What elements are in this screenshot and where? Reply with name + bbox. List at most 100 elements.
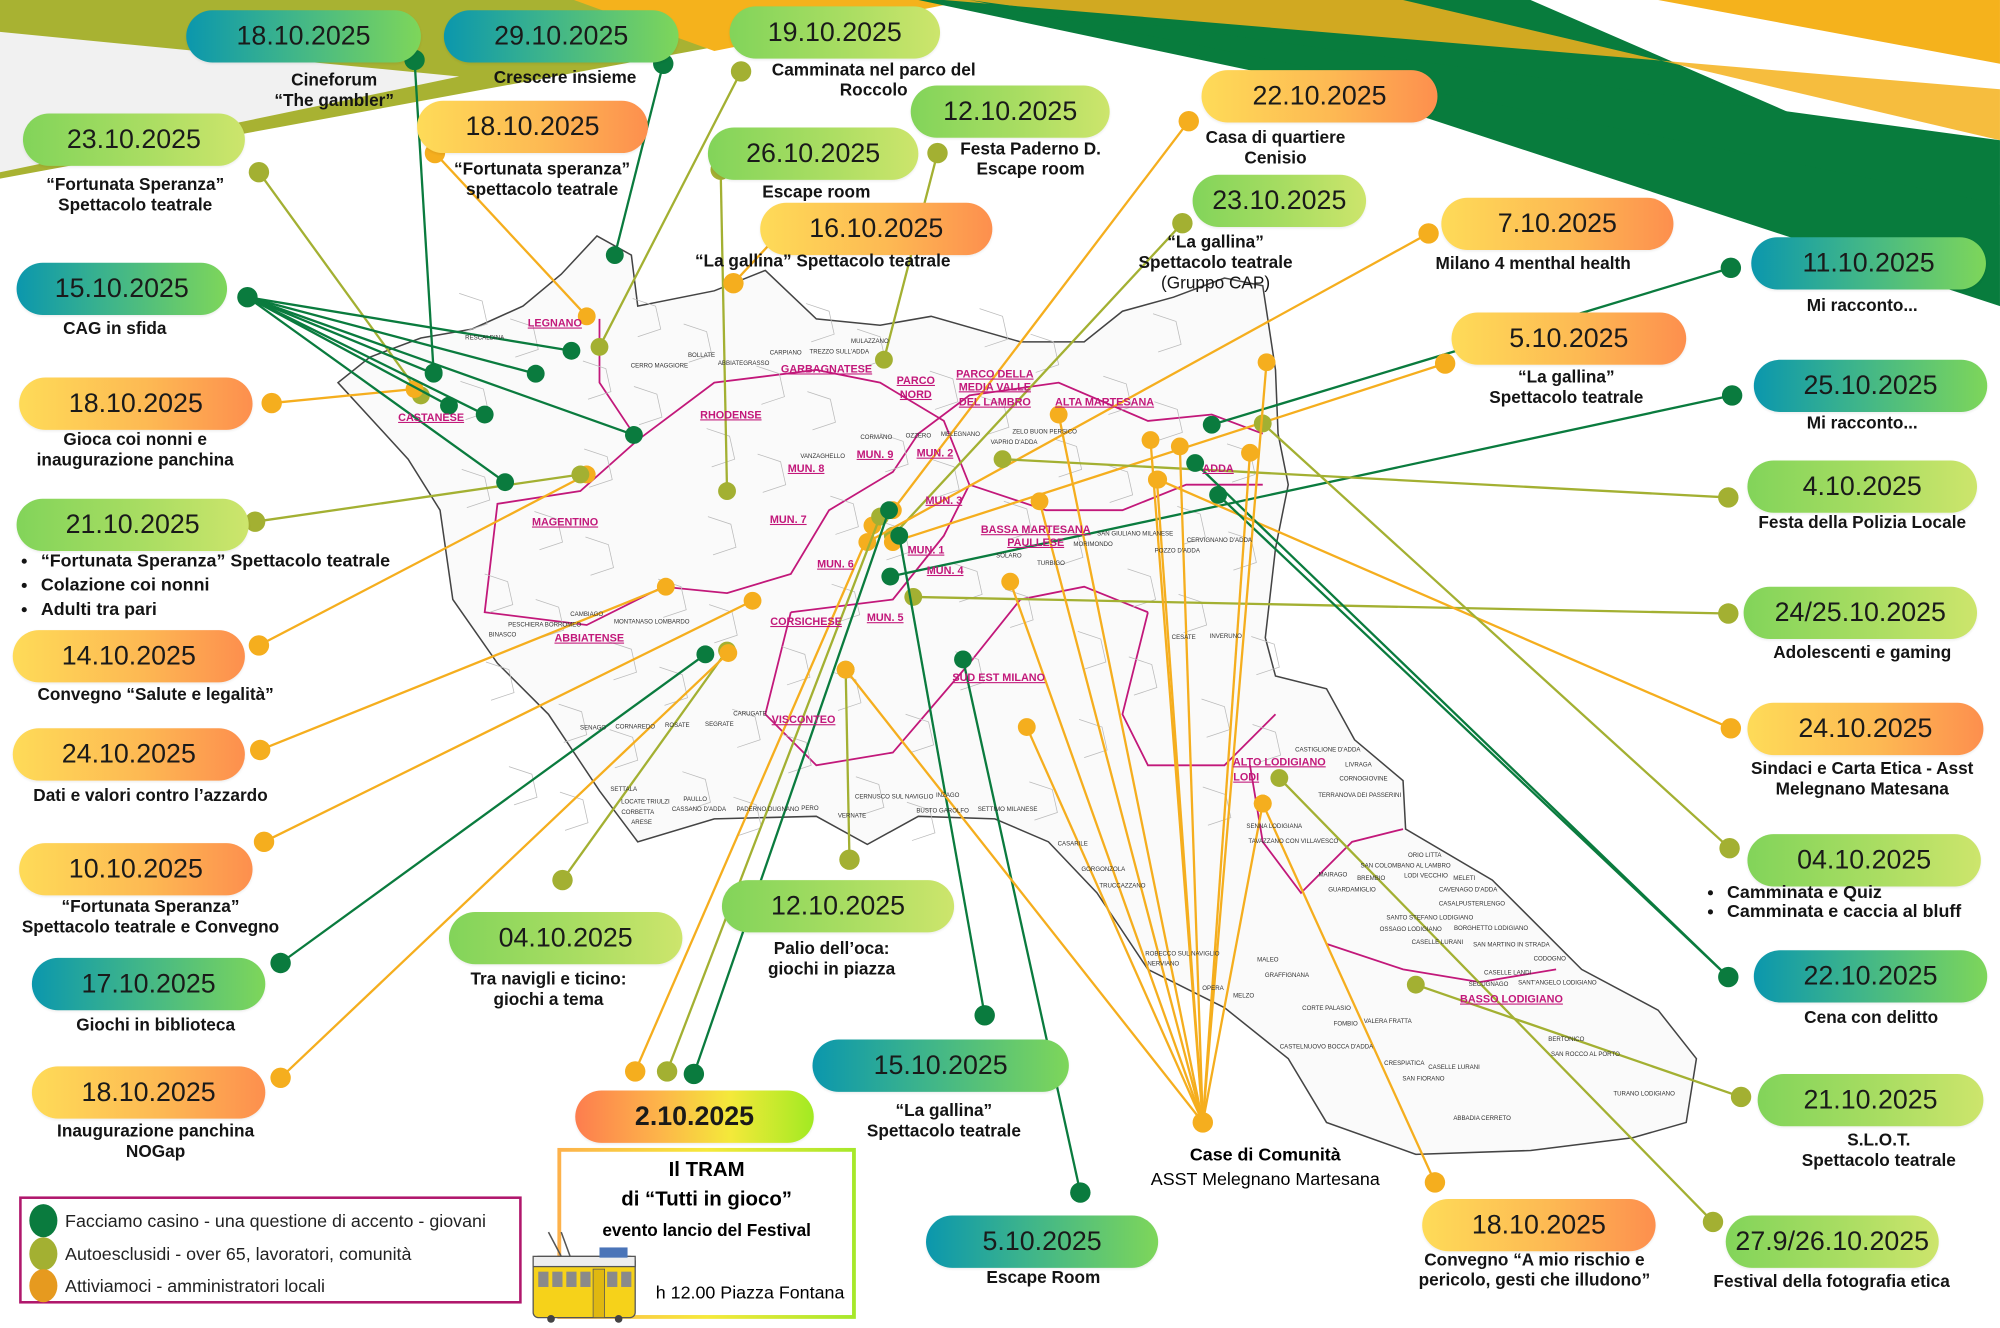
event-date-pill[interactable]: 26.10.2025 [707,127,919,180]
launch-marker-dot[interactable] [683,1063,705,1085]
event-marker-dot[interactable] [974,1005,995,1026]
event-marker-dot[interactable] [1718,603,1739,624]
event-marker-dot[interactable] [237,286,258,308]
map-location-marker[interactable] [571,465,590,484]
event-marker-dot[interactable] [723,272,744,294]
event-marker-dot[interactable] [1702,1211,1724,1233]
event-marker-dot[interactable] [261,392,282,414]
event-date-pill[interactable]: 11.10.2025 [1751,237,1986,290]
event-marker-dot[interactable] [1718,966,1739,988]
map-location-marker[interactable] [1017,718,1036,736]
map-location-marker[interactable] [1241,443,1259,462]
map-location-marker[interactable] [526,364,545,383]
event-date-pill[interactable]: 24.10.2025 [12,728,245,781]
event-marker-dot[interactable] [270,952,291,974]
event-date-pill[interactable]: 25.10.2025 [1753,359,1988,412]
event-marker-dot[interactable] [839,849,860,870]
map-location-marker[interactable] [1209,485,1228,504]
map-location-marker[interactable] [1030,492,1049,511]
map-location-marker[interactable] [718,482,736,500]
event-date-pill[interactable]: 16.10.2025 [760,202,993,256]
map-location-marker[interactable] [562,341,581,360]
event-marker-dot[interactable] [1718,487,1739,508]
map-location-marker[interactable] [1049,405,1068,424]
event-marker-dot[interactable] [1720,257,1742,279]
map-location-marker[interactable] [590,338,609,356]
event-date-pill[interactable]: 5.10.2025 [1451,312,1687,365]
event-date-pill[interactable]: 18.10.2025 [19,377,253,430]
launch-marker-dot[interactable] [624,1061,646,1082]
map-location-marker[interactable] [719,644,738,662]
map-location-marker[interactable] [954,650,972,669]
event-date-pill[interactable]: 12.10.2025 [910,85,1110,138]
event-date-pill[interactable]: 5.10.2025 [926,1215,1159,1268]
event-date-pill[interactable]: 27.9/26.10.2025 [1725,1215,1939,1268]
event-date-pill[interactable]: 7.10.2025 [1441,197,1674,250]
event-date-pill[interactable]: 22.10.2025 [1201,70,1438,123]
event-marker-dot[interactable] [248,635,270,656]
map-location-marker[interactable] [1253,414,1272,433]
event-date-pill[interactable]: 21.10.2025 [1757,1073,1984,1127]
event-date-pill[interactable]: 18.10.2025 [31,1066,266,1119]
map-location-marker[interactable] [424,364,443,383]
map-location-marker[interactable] [1257,353,1276,372]
event-date-pill[interactable]: 4.10.2025 [1747,460,1978,513]
map-location-marker[interactable] [656,577,675,596]
map-location-marker[interactable] [881,567,900,586]
map-location-marker[interactable] [874,350,893,369]
event-marker-dot[interactable] [1721,385,1743,406]
case-di-comunita-dot[interactable] [1192,1112,1214,1133]
event-marker-dot[interactable] [1730,1086,1752,1108]
event-marker-dot[interactable] [1720,718,1742,739]
event-date-pill[interactable]: 18.10.2025 [186,10,421,63]
launch-date-pill[interactable]: 2.10.2025 [575,1090,814,1143]
event-date-pill[interactable]: 15.10.2025 [812,1039,1069,1092]
map-location-marker[interactable] [577,307,596,326]
event-marker-dot[interactable] [248,161,270,183]
event-date-pill[interactable]: 15.10.2025 [16,262,228,316]
map-location-marker[interactable] [1202,415,1221,434]
map-location-marker[interactable] [993,450,1012,469]
event-date-pill[interactable]: 04.10.2025 [1747,834,1981,887]
event-marker-dot[interactable] [730,61,752,82]
event-marker-dot[interactable] [1172,213,1193,234]
event-marker-dot[interactable] [1070,1182,1091,1203]
map-location-marker[interactable] [836,660,855,679]
map-location-marker[interactable] [624,426,643,444]
event-date-pill[interactable]: 24.10.2025 [1747,702,1984,756]
map-location-marker[interactable] [1001,572,1020,591]
launch-marker-dot[interactable] [656,1061,678,1082]
event-date-pill[interactable]: 14.10.2025 [12,630,245,683]
map-location-marker[interactable] [890,526,909,545]
map-location-marker[interactable] [605,246,624,265]
event-date-pill[interactable]: 19.10.2025 [729,6,941,59]
event-date-pill[interactable]: 12.10.2025 [721,880,955,933]
event-date-pill[interactable]: 10.10.2025 [19,843,253,896]
event-marker-dot[interactable] [1434,353,1456,374]
map-location-marker[interactable] [475,405,494,424]
event-marker-dot[interactable] [1424,1172,1446,1193]
event-date-pill[interactable]: 22.10.2025 [1753,950,1988,1003]
map-location-marker[interactable] [1186,454,1205,472]
map-location-marker[interactable] [696,645,715,664]
map-location-marker[interactable] [880,501,898,520]
map-location-marker[interactable] [1406,975,1425,994]
event-date-pill[interactable]: 24/25.10.2025 [1743,586,1978,640]
map-location-marker[interactable] [1253,794,1272,813]
event-date-pill[interactable]: 18.10.2025 [1422,1198,1656,1252]
event-marker-dot[interactable] [927,142,948,164]
event-date-pill[interactable]: 17.10.2025 [31,957,266,1011]
event-marker-dot[interactable] [1418,223,1439,244]
event-marker-dot[interactable] [1178,110,1199,132]
event-marker-dot[interactable] [1719,838,1740,859]
map-location-marker[interactable] [440,396,458,415]
map-location-marker[interactable] [496,473,515,492]
map-location-marker[interactable] [1141,431,1160,449]
event-date-pill[interactable]: 29.10.2025 [443,10,679,63]
event-date-pill[interactable]: 23.10.2025 [1192,174,1367,228]
event-marker-dot[interactable] [253,831,275,853]
map-location-marker[interactable] [1270,769,1289,787]
map-location-marker[interactable] [1170,437,1189,456]
event-marker-dot[interactable] [249,739,271,761]
event-date-pill[interactable]: 23.10.2025 [22,113,245,166]
